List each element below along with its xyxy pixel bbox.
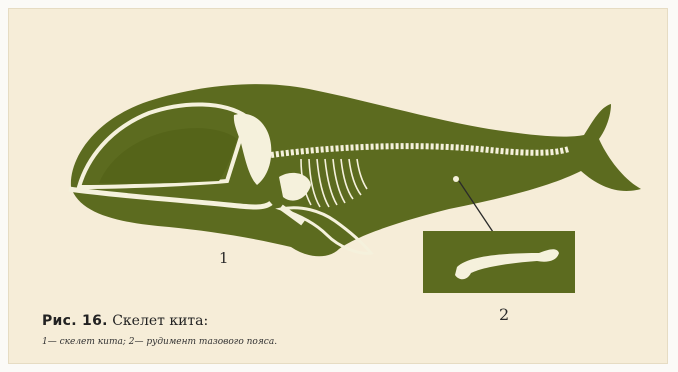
- figure-title: Скелет кита:: [112, 313, 208, 329]
- figure-number: Рис. 16.: [42, 313, 108, 329]
- figure-legend: 1— скелет кита; 2— рудимент тазового поя…: [42, 337, 277, 347]
- label-1: 1: [219, 249, 229, 267]
- pelvis-rudiment-marker: [453, 176, 459, 182]
- figure-caption: Рис. 16. Скелет кита:: [42, 313, 208, 329]
- whale-skeleton-figure: [9, 9, 669, 365]
- illustration-page: 1 2 Рис. 16. Скелет кита: 1— скелет кита…: [8, 8, 668, 364]
- label-2: 2: [499, 305, 509, 324]
